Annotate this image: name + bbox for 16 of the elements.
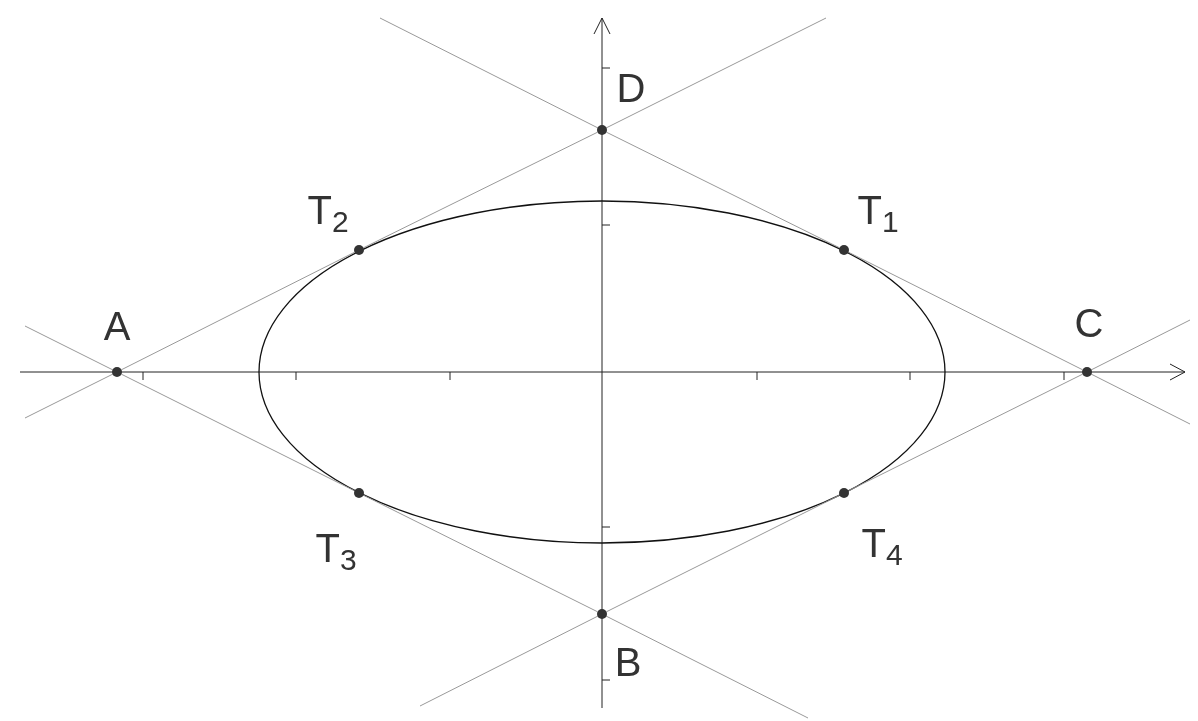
tangent-line <box>605 494 841 613</box>
tangent-line <box>120 251 356 371</box>
tangent-line <box>606 131 840 249</box>
tangent-line <box>848 373 1083 492</box>
tangent-line <box>363 131 598 249</box>
tangent-line <box>120 373 356 492</box>
point-label: T$_{3}$ <box>315 528 357 568</box>
point-label: T$_{2}$ <box>307 190 349 230</box>
point-label: C <box>1074 303 1104 343</box>
point-label: A <box>103 306 131 346</box>
point-label: T$_{1}$ <box>857 190 899 230</box>
tangent-line <box>847 251 1084 371</box>
point-label: B <box>614 642 642 682</box>
point-label: T$_{4}$ <box>861 523 903 563</box>
point-label: D <box>616 68 646 108</box>
tangent-line <box>363 494 598 613</box>
